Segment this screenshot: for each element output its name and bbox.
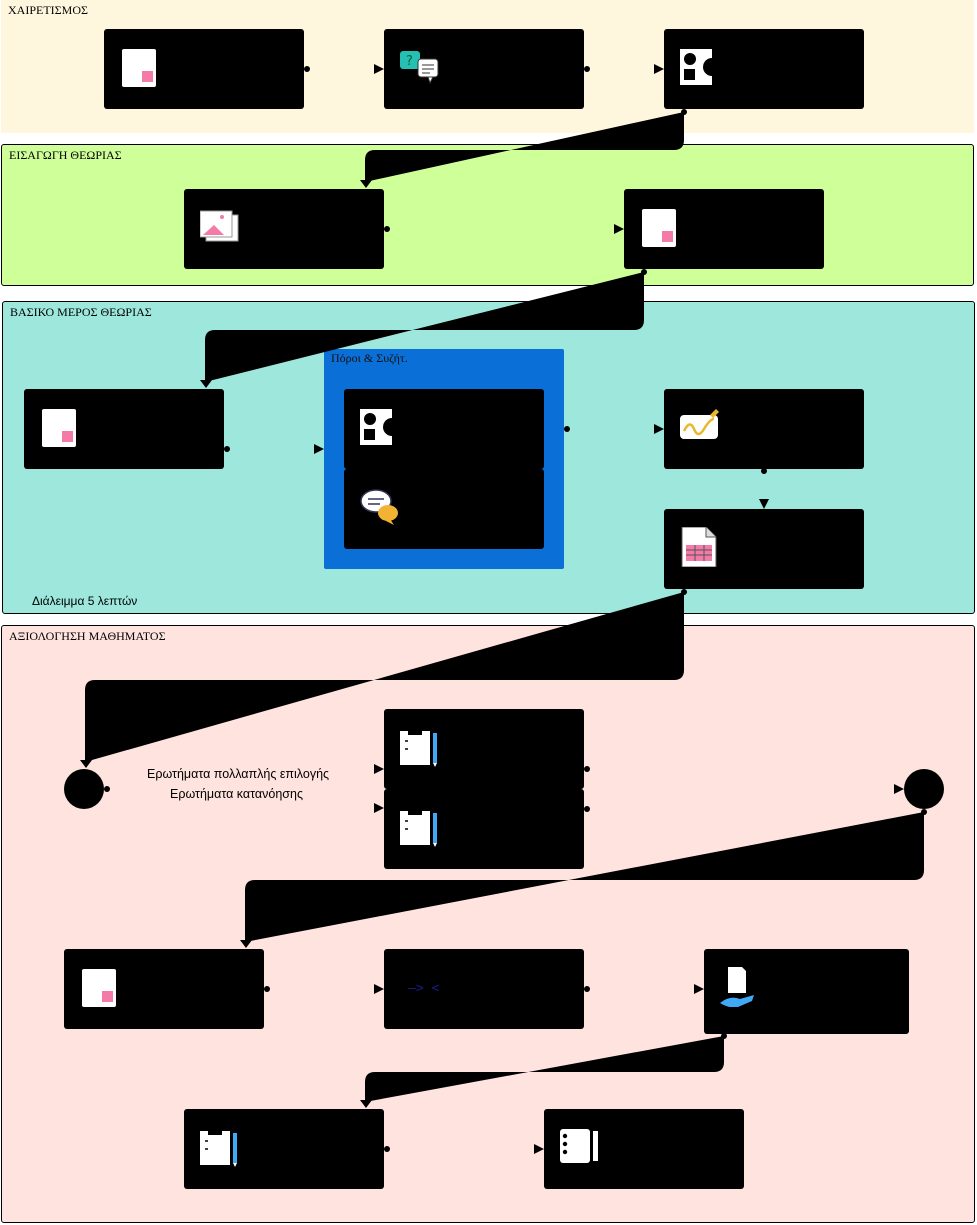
activity-node[interactable] xyxy=(544,1109,744,1189)
branch-label-multiple-choice: Ερωτήματα πολλαπλής επιλογής xyxy=(147,767,330,781)
document-icon xyxy=(82,969,116,1007)
activity-node[interactable] xyxy=(344,389,544,469)
spreadsheet-icon xyxy=(681,527,717,567)
handwriting-icon xyxy=(680,409,719,439)
activity-node[interactable] xyxy=(104,29,304,109)
activity-node[interactable]: ? xyxy=(384,29,584,109)
lane-title: ΑΞΙΟΛΟΓΗΣΗ ΜΑΘΗΜΑΤΟΣ xyxy=(9,629,166,643)
quiz-clipboard-icon xyxy=(200,1127,237,1167)
group-title: Πόροι & Συζήτ. xyxy=(331,351,408,365)
activity-node[interactable] xyxy=(664,509,864,589)
activity-node[interactable] xyxy=(664,29,864,109)
activity-node[interactable] xyxy=(24,389,224,469)
activity-node[interactable] xyxy=(704,949,909,1034)
shapes-icon xyxy=(680,49,720,85)
code-icon: –> < xyxy=(408,981,440,996)
lane-title: ΕΙΣΑΓΩΓΗ ΘΕΩΡΙΑΣ xyxy=(9,148,122,162)
break-label: Διάλειμμα 5 λεπτών xyxy=(32,594,138,608)
quiz-clipboard-icon xyxy=(400,807,437,847)
activity-node[interactable] xyxy=(384,789,584,869)
document-icon xyxy=(42,409,76,447)
start-circle[interactable] xyxy=(64,769,104,809)
image-gallery-icon xyxy=(200,210,239,242)
document-icon xyxy=(642,209,676,247)
activity-node[interactable] xyxy=(624,189,824,269)
document-icon xyxy=(122,49,156,87)
activity-node[interactable] xyxy=(664,389,864,469)
activity-node[interactable]: –> < xyxy=(384,949,584,1029)
discussion-icon xyxy=(360,489,398,525)
notebook-icon xyxy=(560,1129,598,1163)
activity-node[interactable] xyxy=(184,189,384,269)
activity-node[interactable] xyxy=(184,1109,384,1189)
handout-icon xyxy=(720,967,754,1007)
activity-node[interactable] xyxy=(64,949,264,1029)
svg-text:?: ? xyxy=(406,54,413,69)
question-chat-icon: ? xyxy=(400,51,439,85)
activity-node[interactable] xyxy=(384,709,584,789)
branch-label-comprehension: Ερωτήματα κατανόησης xyxy=(170,787,303,801)
activity-node[interactable] xyxy=(344,469,544,549)
merge-circle[interactable] xyxy=(904,769,944,809)
lane-title: ΒΑΣΙΚΟ ΜΕΡΟΣ ΘΕΩΡΙΑΣ xyxy=(10,305,152,319)
lane-title: ΧΑΙΡΕΤΙΣΜΟΣ xyxy=(8,3,88,17)
shapes-icon xyxy=(360,409,400,445)
quiz-clipboard-icon xyxy=(400,727,437,767)
